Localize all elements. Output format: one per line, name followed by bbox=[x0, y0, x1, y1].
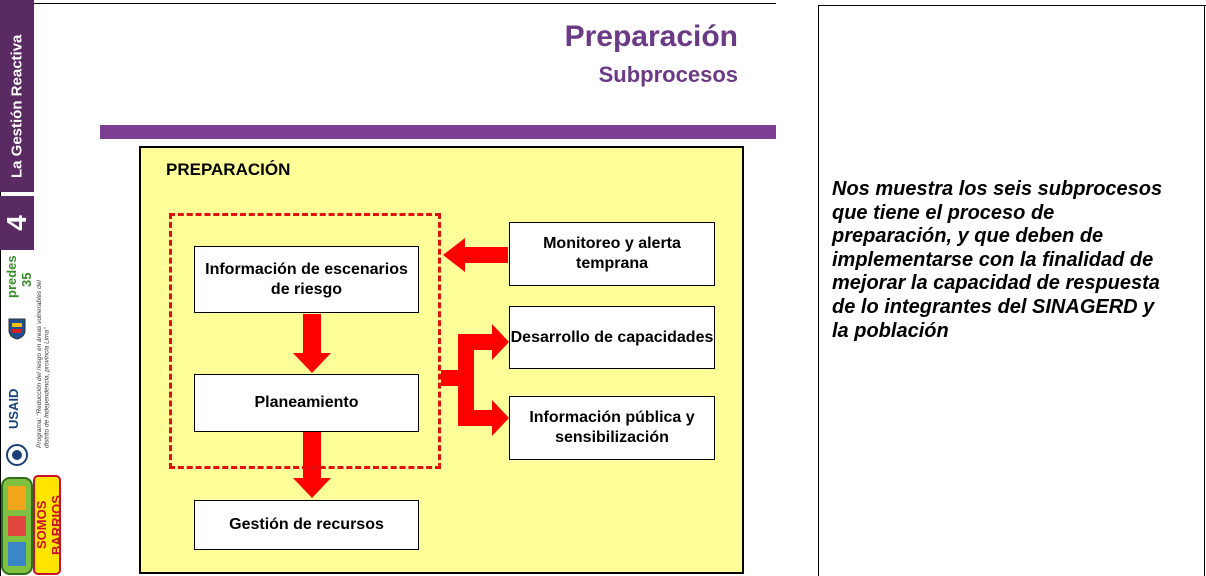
diagram-panel-title: PREPARACIÓN bbox=[166, 160, 291, 179]
sidebar-number-box bbox=[0, 196, 34, 250]
sidebar: La Gestión Reactiva 4 predes 35 USAID Pr… bbox=[0, 0, 98, 576]
node-monitoreo-label: Monitoreo y alerta temprana bbox=[543, 235, 681, 272]
slide-subtitle: Subprocesos bbox=[598, 62, 738, 87]
node-informacion-publica-label: Información pública y sensibilización bbox=[529, 409, 695, 446]
usaid-seal-icon bbox=[6, 444, 28, 466]
arrow-branch-connector bbox=[441, 334, 474, 426]
node-planeamiento-label: Planeamiento bbox=[254, 394, 359, 411]
header-bar bbox=[100, 125, 776, 139]
shield-logo-icon bbox=[8, 318, 26, 340]
arrow-down-info-to-planeamiento bbox=[293, 314, 331, 373]
node-desarrollo: Desarrollo de capacidades bbox=[509, 306, 715, 369]
arrow-down-planeamiento-to-gestion bbox=[293, 432, 331, 498]
node-planeamiento: Planeamiento bbox=[194, 374, 419, 432]
arrow-right-informacion-publica bbox=[458, 400, 509, 436]
sidebar-title-strip bbox=[0, 0, 34, 192]
frame-left bbox=[0, 3, 1, 576]
frame-divider bbox=[818, 5, 819, 576]
node-desarrollo-label: Desarrollo de capacidades bbox=[510, 328, 714, 346]
node-gestion-recursos: Gestión de recursos bbox=[194, 500, 419, 550]
node-monitoreo: Monitoreo y alerta temprana bbox=[509, 222, 715, 286]
frame-top-left bbox=[0, 3, 776, 4]
frame-right bbox=[1204, 5, 1205, 576]
slide-title: Preparación bbox=[564, 20, 738, 53]
dashed-group-border bbox=[169, 213, 441, 469]
node-info-escenarios-label: Información de escenarios de riesgo bbox=[205, 260, 408, 298]
node-gestion-recursos-label: Gestión de recursos bbox=[229, 516, 384, 533]
arrow-left-monitoreo bbox=[443, 238, 508, 272]
somos-barrios-logo-icon bbox=[1, 475, 72, 575]
frame-top-right bbox=[818, 5, 1206, 6]
description-text: Nos muestra los seis subprocesos que tie… bbox=[832, 178, 1163, 342]
node-info-escenarios: Información de escenarios de riesgo bbox=[194, 246, 419, 313]
node-informacion-publica: Información pública y sensibilización bbox=[509, 396, 715, 460]
arrow-right-desarrollo bbox=[458, 324, 509, 360]
